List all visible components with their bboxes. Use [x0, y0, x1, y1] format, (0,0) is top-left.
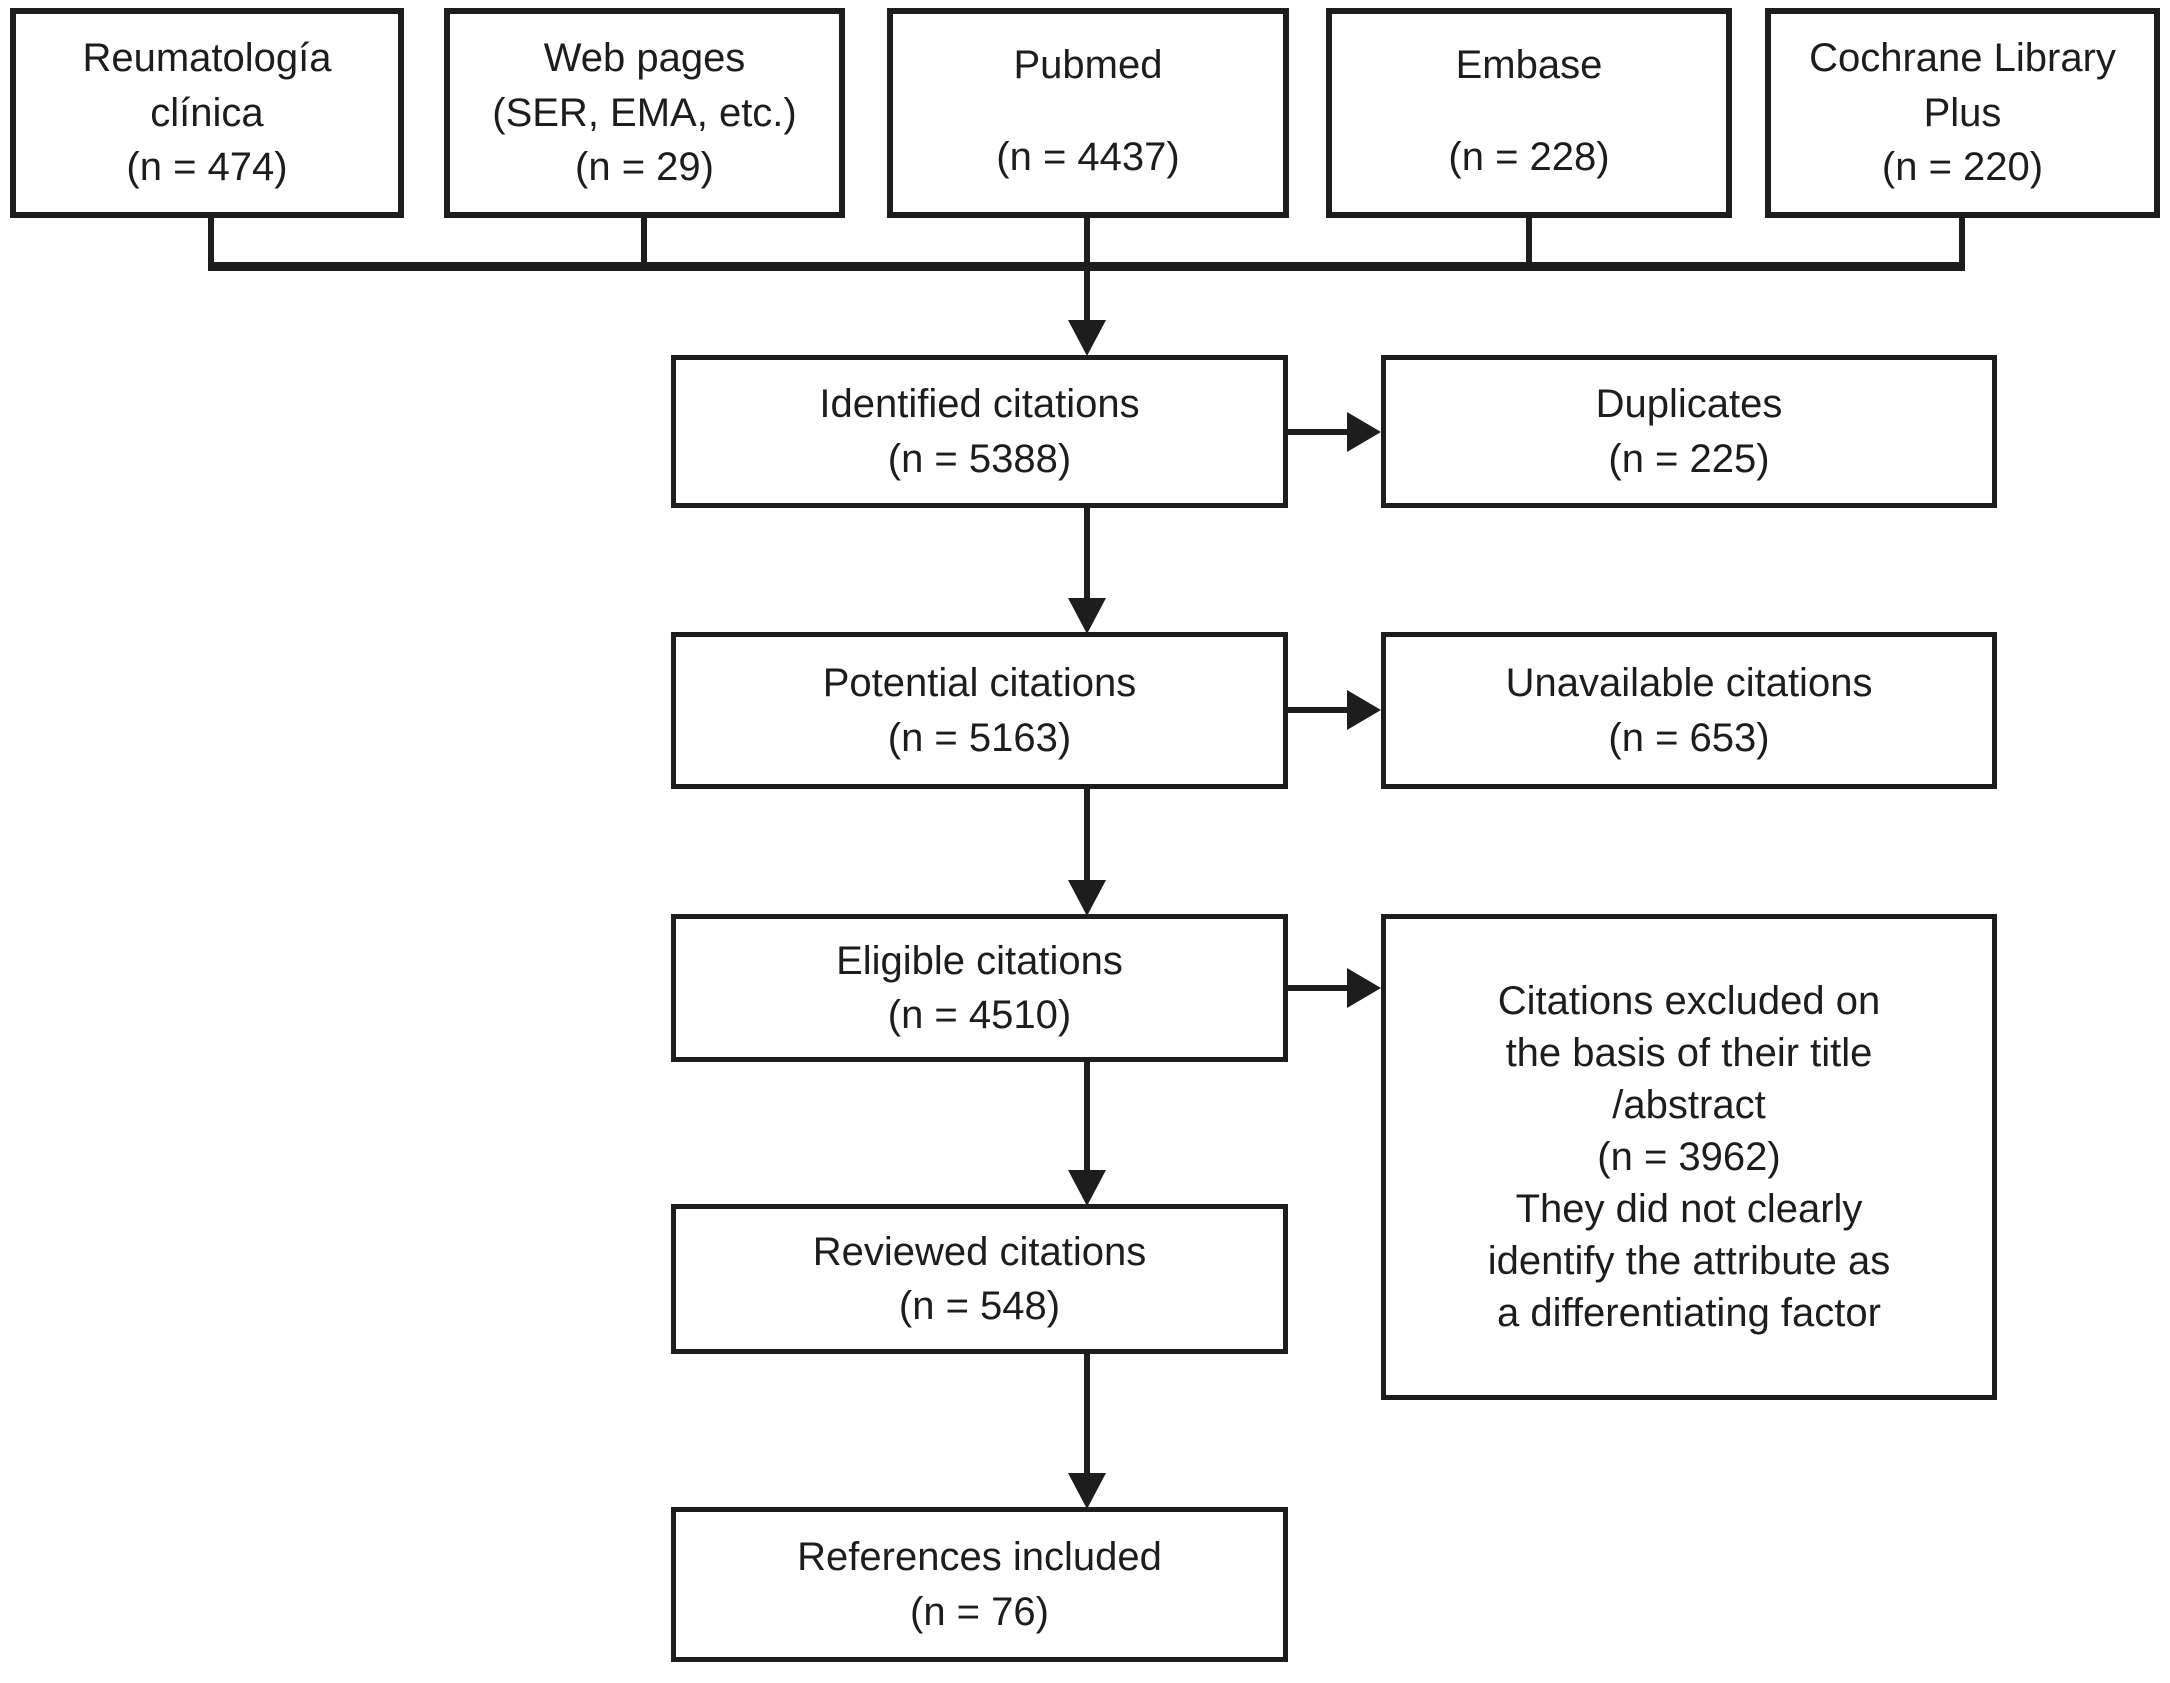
flow-box-eligible-citations: Eligible citations (n = 4510): [671, 914, 1288, 1062]
arrow-eligible-to-excluded-head: [1347, 968, 1381, 1008]
arrow-eligible-to-reviewed-head: [1068, 1170, 1106, 1206]
source-count: (n = 4437): [996, 134, 1180, 179]
connector-stub-reumatologia: [208, 216, 214, 266]
side-box-unavailable-citations: Unavailable citations (n = 653): [1381, 632, 1997, 789]
arrow-identified-to-duplicates-shaft: [1286, 429, 1348, 435]
source-count: (n = 29): [575, 145, 714, 190]
flow-box-potential-citations: Potential citations (n = 5163): [671, 632, 1288, 789]
source-title: Web pages (SER, EMA, etc.): [492, 36, 797, 135]
arrow-merge-to-identified-head: [1068, 320, 1106, 356]
flow-box-reviewed-citations: Reviewed citations (n = 548): [671, 1204, 1288, 1354]
connector-stub-embase: [1526, 216, 1532, 266]
arrow-identified-to-duplicates-head: [1347, 412, 1381, 452]
source-box-pubmed: Pubmed (n = 4437): [887, 8, 1289, 218]
arrow-reviewed-to-references-head: [1068, 1473, 1106, 1509]
side-box-text: Duplicates (n = 225): [1595, 382, 1783, 481]
arrow-eligible-to-reviewed-shaft: [1084, 1060, 1090, 1170]
arrow-eligible-to-excluded-shaft: [1286, 985, 1348, 991]
side-box-citations-excluded: Citations excluded on the basis of their…: [1381, 914, 1997, 1400]
arrow-identified-to-potential-head: [1068, 598, 1106, 634]
connector-stub-web-pages: [641, 216, 647, 266]
source-box-cochrane-library-plus: Cochrane Library Plus (n = 220): [1765, 8, 2160, 218]
arrow-identified-to-potential-shaft: [1084, 506, 1090, 606]
connector-stub-pubmed: [1084, 216, 1090, 266]
arrow-merge-to-identified-shaft: [1084, 268, 1090, 324]
source-box-embase: Embase (n = 228): [1326, 8, 1732, 218]
arrow-reviewed-to-references-shaft: [1084, 1352, 1090, 1474]
connector-merge-line: [208, 262, 1965, 271]
side-box-duplicates: Duplicates (n = 225): [1381, 355, 1997, 508]
source-count: (n = 220): [1881, 145, 2044, 190]
flow-box-text: Potential citations (n = 5163): [822, 661, 1137, 760]
flow-box-text: References included (n = 76): [797, 1535, 1162, 1634]
connector-stub-cochrane: [1959, 216, 1965, 266]
flow-box-references-included: References included (n = 76): [671, 1507, 1288, 1662]
flow-box-text: Reviewed citations (n = 548): [812, 1229, 1147, 1328]
source-title: Cochrane Library Plus: [1809, 36, 2116, 135]
arrow-potential-to-unavailable-shaft: [1286, 707, 1348, 713]
flow-box-identified-citations: Identified citations (n = 5388): [671, 355, 1288, 508]
arrow-potential-to-eligible-head: [1068, 880, 1106, 916]
source-title: Pubmed: [1013, 43, 1163, 87]
side-box-text: Citations excluded on the basis of their…: [1487, 979, 1891, 1335]
side-box-text: Unavailable citations (n = 653): [1505, 661, 1873, 760]
flow-box-text: Eligible citations (n = 4510): [836, 938, 1123, 1037]
source-box-reumatologia-clinica: Reumatología clínica (n = 474): [10, 8, 404, 218]
arrow-potential-to-unavailable-head: [1347, 690, 1381, 730]
source-title: Reumatología clínica: [82, 36, 332, 135]
arrow-potential-to-eligible-shaft: [1084, 787, 1090, 882]
source-title: Embase: [1455, 43, 1603, 87]
source-count: (n = 228): [1448, 134, 1610, 179]
source-box-web-pages: Web pages (SER, EMA, etc.) (n = 29): [444, 8, 845, 218]
flow-box-text: Identified citations (n = 5388): [819, 382, 1140, 481]
source-count: (n = 474): [126, 145, 288, 190]
